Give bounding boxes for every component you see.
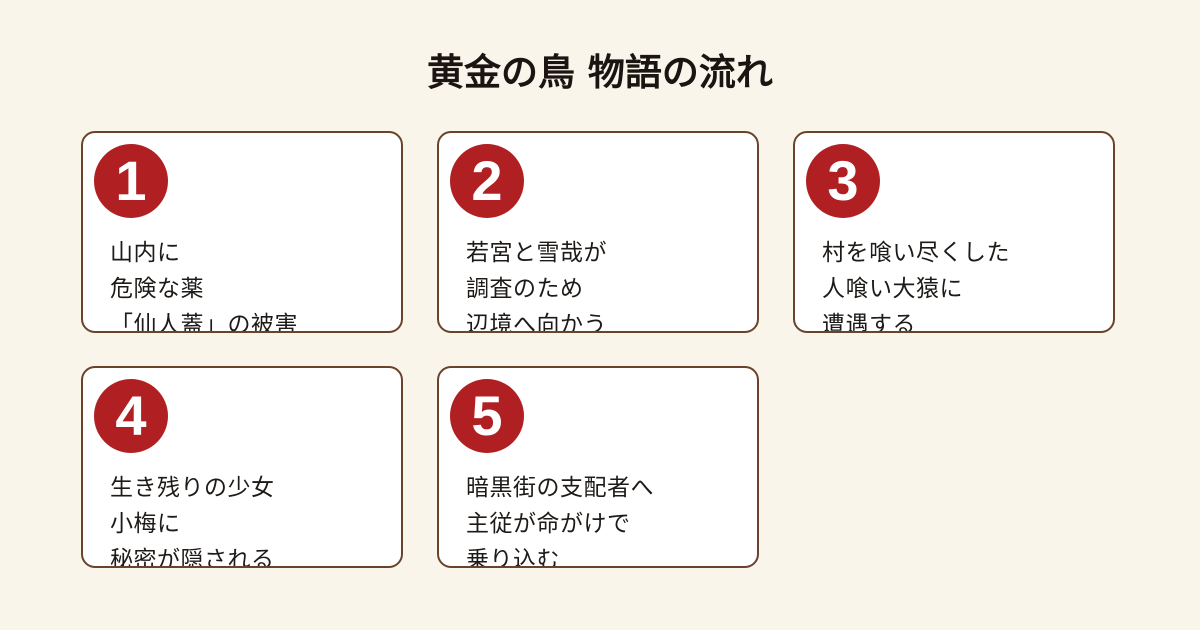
step-number-badge: 3 (806, 144, 880, 218)
step-number-badge: 2 (450, 144, 524, 218)
step-text-line: 若宮と雪哉が (466, 240, 607, 266)
step-text: 暗黒街の支配者へ 主従が命がけで 乗り込む (466, 470, 654, 568)
step-text: 村を喰い尽くした 人喰い大猿に 遭遇する (822, 235, 1010, 333)
step-text-line: 調査のため (466, 276, 584, 302)
step-card-3: 3 村を喰い尽くした 人喰い大猿に 遭遇する (793, 131, 1115, 333)
step-text-line: 村を喰い尽くした (822, 240, 1010, 266)
step-card-1: 1 山内に 危険な薬 「仙人蓋」の被害 (81, 131, 403, 333)
step-text-line: 遭遇する (822, 312, 916, 333)
step-card-2: 2 若宮と雪哉が 調査のため 辺境へ向かう (437, 131, 759, 333)
step-text: 生き残りの少女 小梅に 秘密が隠される (110, 470, 275, 568)
step-text-line: 秘密が隠される (110, 547, 275, 568)
step-number-badge: 4 (94, 379, 168, 453)
step-text-line: 山内に (110, 240, 181, 266)
step-text-line: 暗黒街の支配者へ (466, 475, 654, 501)
step-card-5: 5 暗黒街の支配者へ 主従が命がけで 乗り込む (437, 366, 759, 568)
step-number-badge: 5 (450, 379, 524, 453)
step-text-line: 小梅に (110, 511, 181, 537)
step-text-line: 乗り込む (466, 547, 560, 568)
step-text: 若宮と雪哉が 調査のため 辺境へ向かう (466, 235, 607, 333)
page-title: 黄金の鳥 物語の流れ (427, 51, 773, 94)
step-text-line: 主従が命がけで (466, 511, 631, 537)
step-card-4: 4 生き残りの少女 小梅に 秘密が隠される (81, 366, 403, 568)
step-text-line: 人喰い大猿に (822, 276, 963, 302)
step-text-line: 「仙人蓋」の被害 (110, 312, 298, 333)
step-number-badge: 1 (94, 144, 168, 218)
step-text-line: 危険な薬 (110, 276, 204, 302)
step-text-line: 辺境へ向かう (466, 312, 607, 333)
step-text-line: 生き残りの少女 (110, 475, 275, 501)
step-text: 山内に 危険な薬 「仙人蓋」の被害 (110, 235, 298, 333)
